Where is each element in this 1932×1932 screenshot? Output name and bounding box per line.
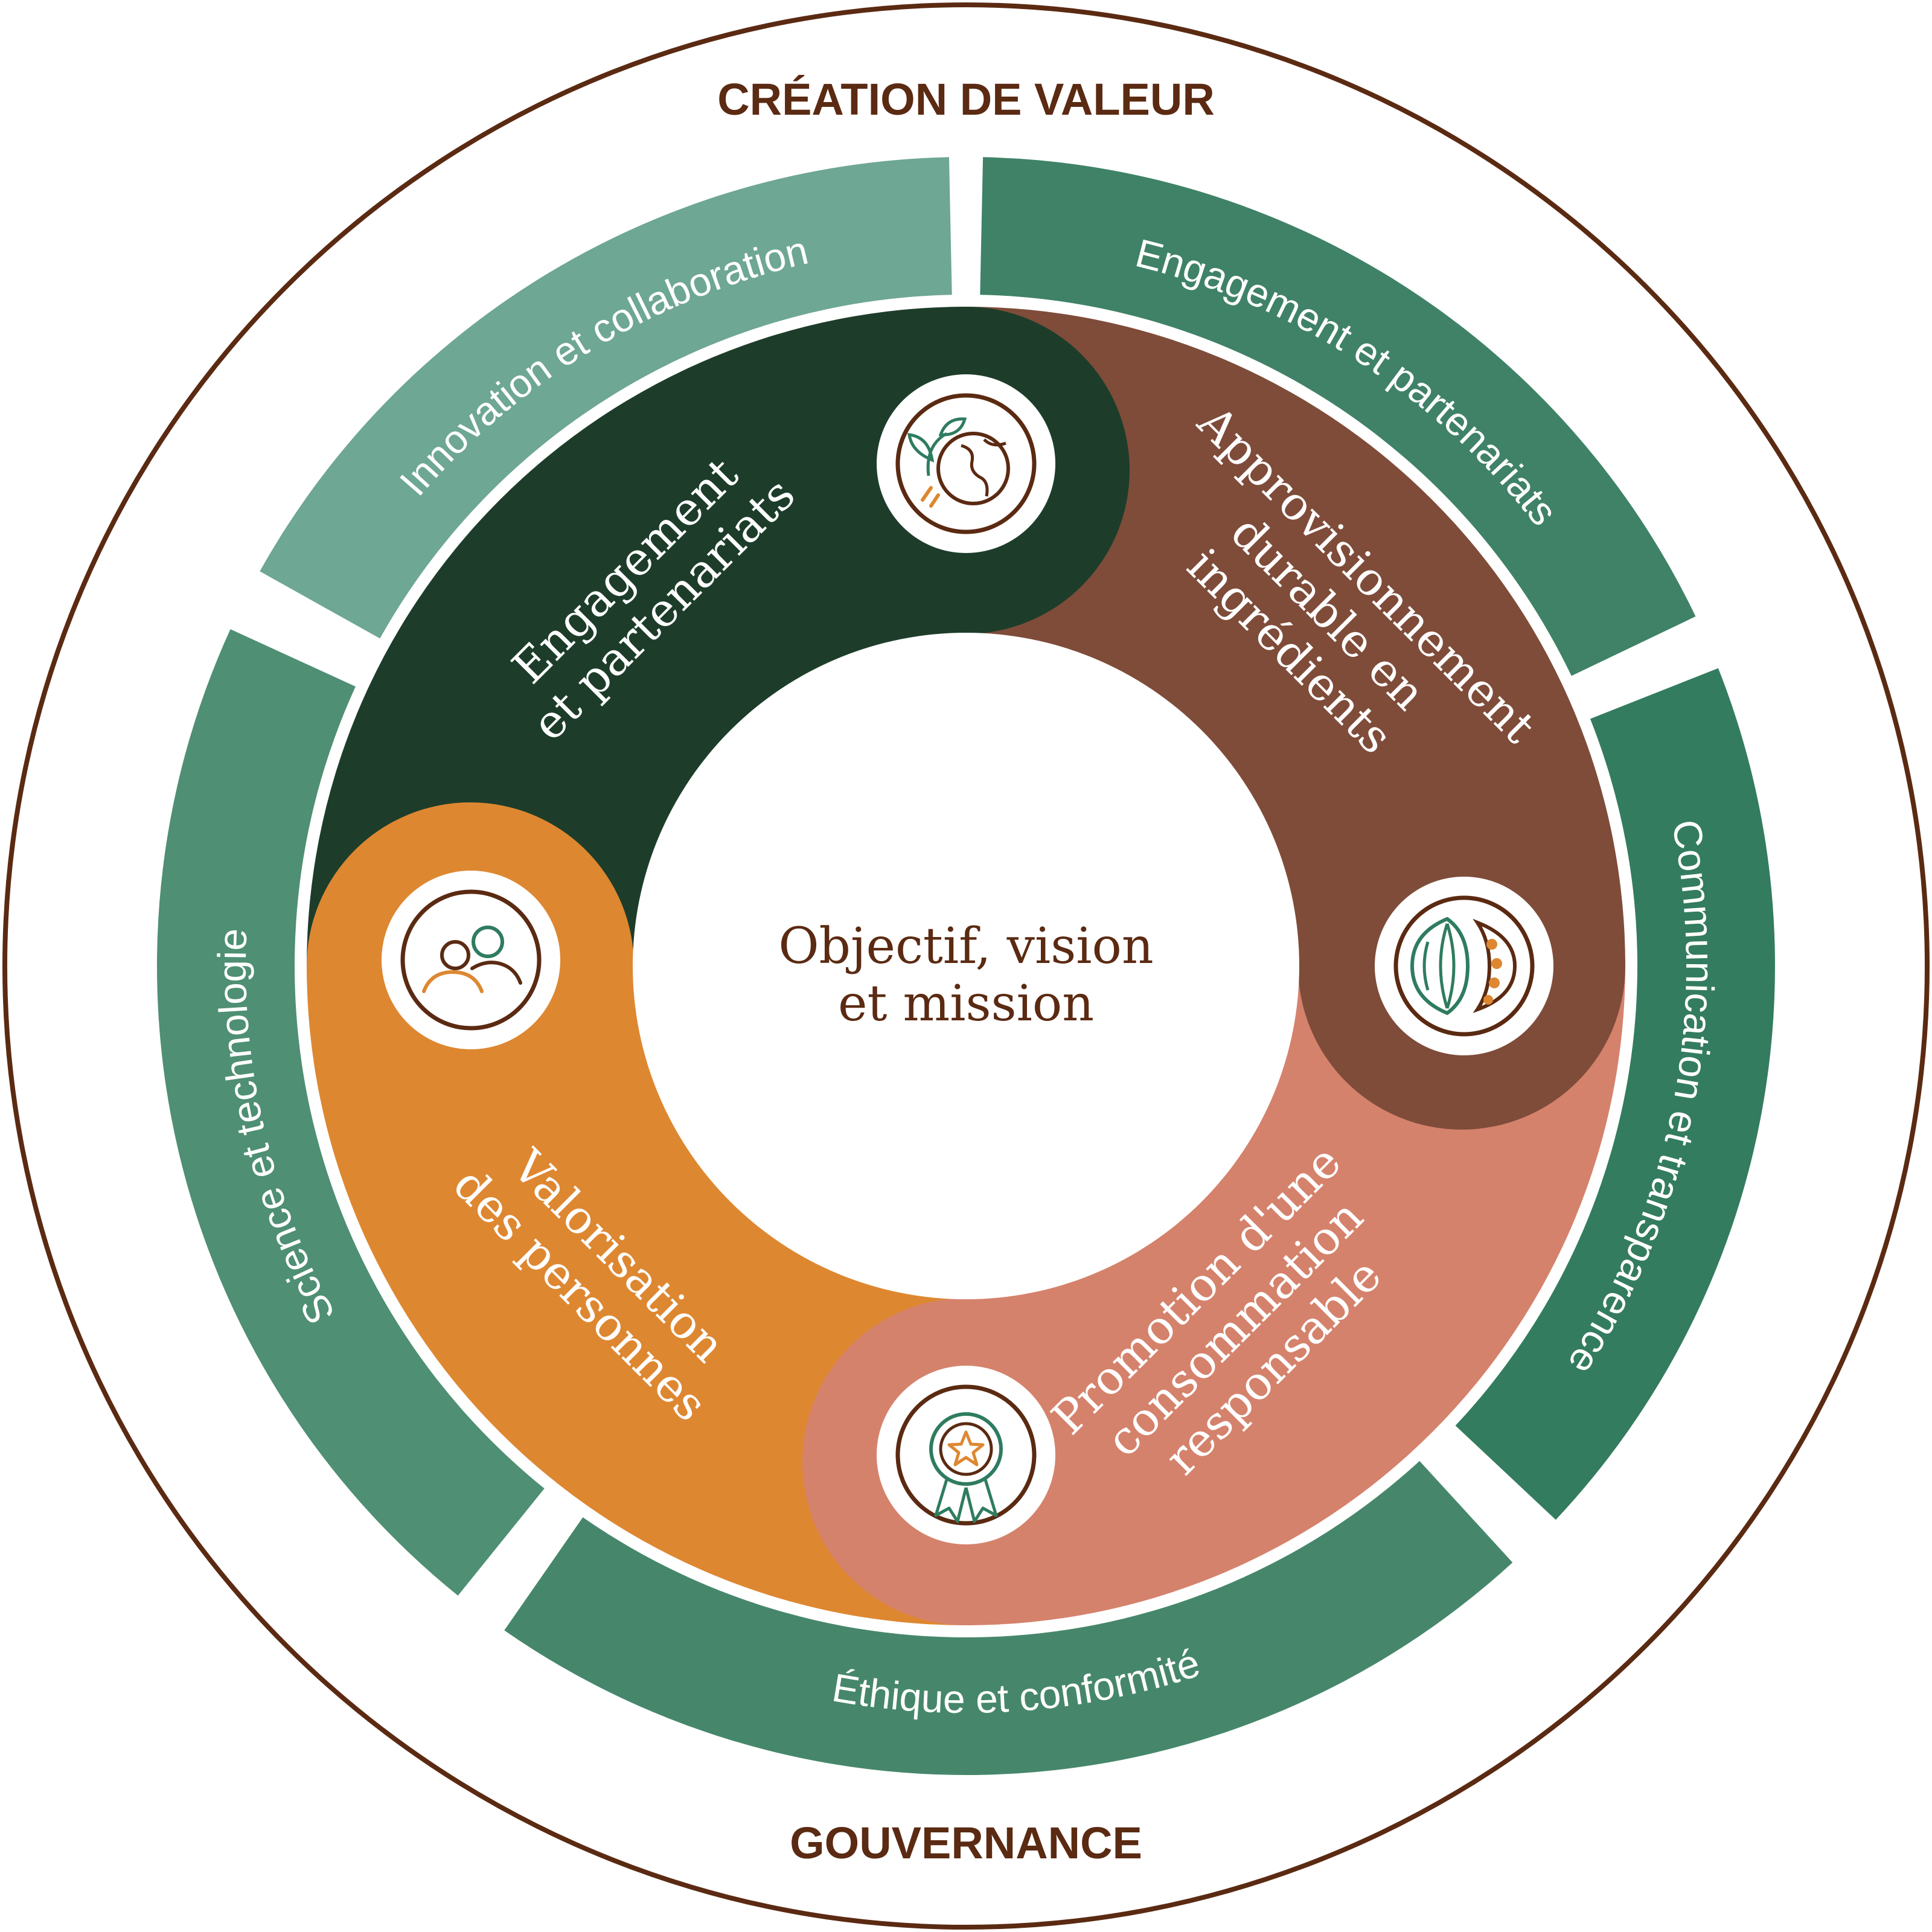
center-label-line1: Objectif, vision	[778, 918, 1153, 975]
award-badge-icon	[877, 1366, 1055, 1544]
segment-valorisation	[307, 966, 966, 1625]
globe-leaf-icon	[877, 374, 1055, 553]
band-ethique	[504, 1460, 1513, 1775]
people-icon	[382, 871, 560, 1049]
cacao-pod-icon	[1375, 877, 1553, 1055]
creation-de-valeur-label: CRÉATION DE VALEUR	[717, 74, 1215, 124]
band-innovation	[260, 157, 952, 639]
band-communication	[1455, 668, 1775, 1520]
center-label-line2: et mission	[838, 975, 1094, 1032]
center-circle	[633, 633, 1299, 1299]
band-science	[156, 629, 545, 1596]
gouvernance-label: GOUVERNANCE	[790, 1818, 1142, 1868]
segment-promotion	[966, 966, 1625, 1625]
segment-engagement	[307, 307, 966, 966]
segment-approvisionnement	[966, 307, 1625, 966]
band-engagement	[980, 157, 1696, 676]
